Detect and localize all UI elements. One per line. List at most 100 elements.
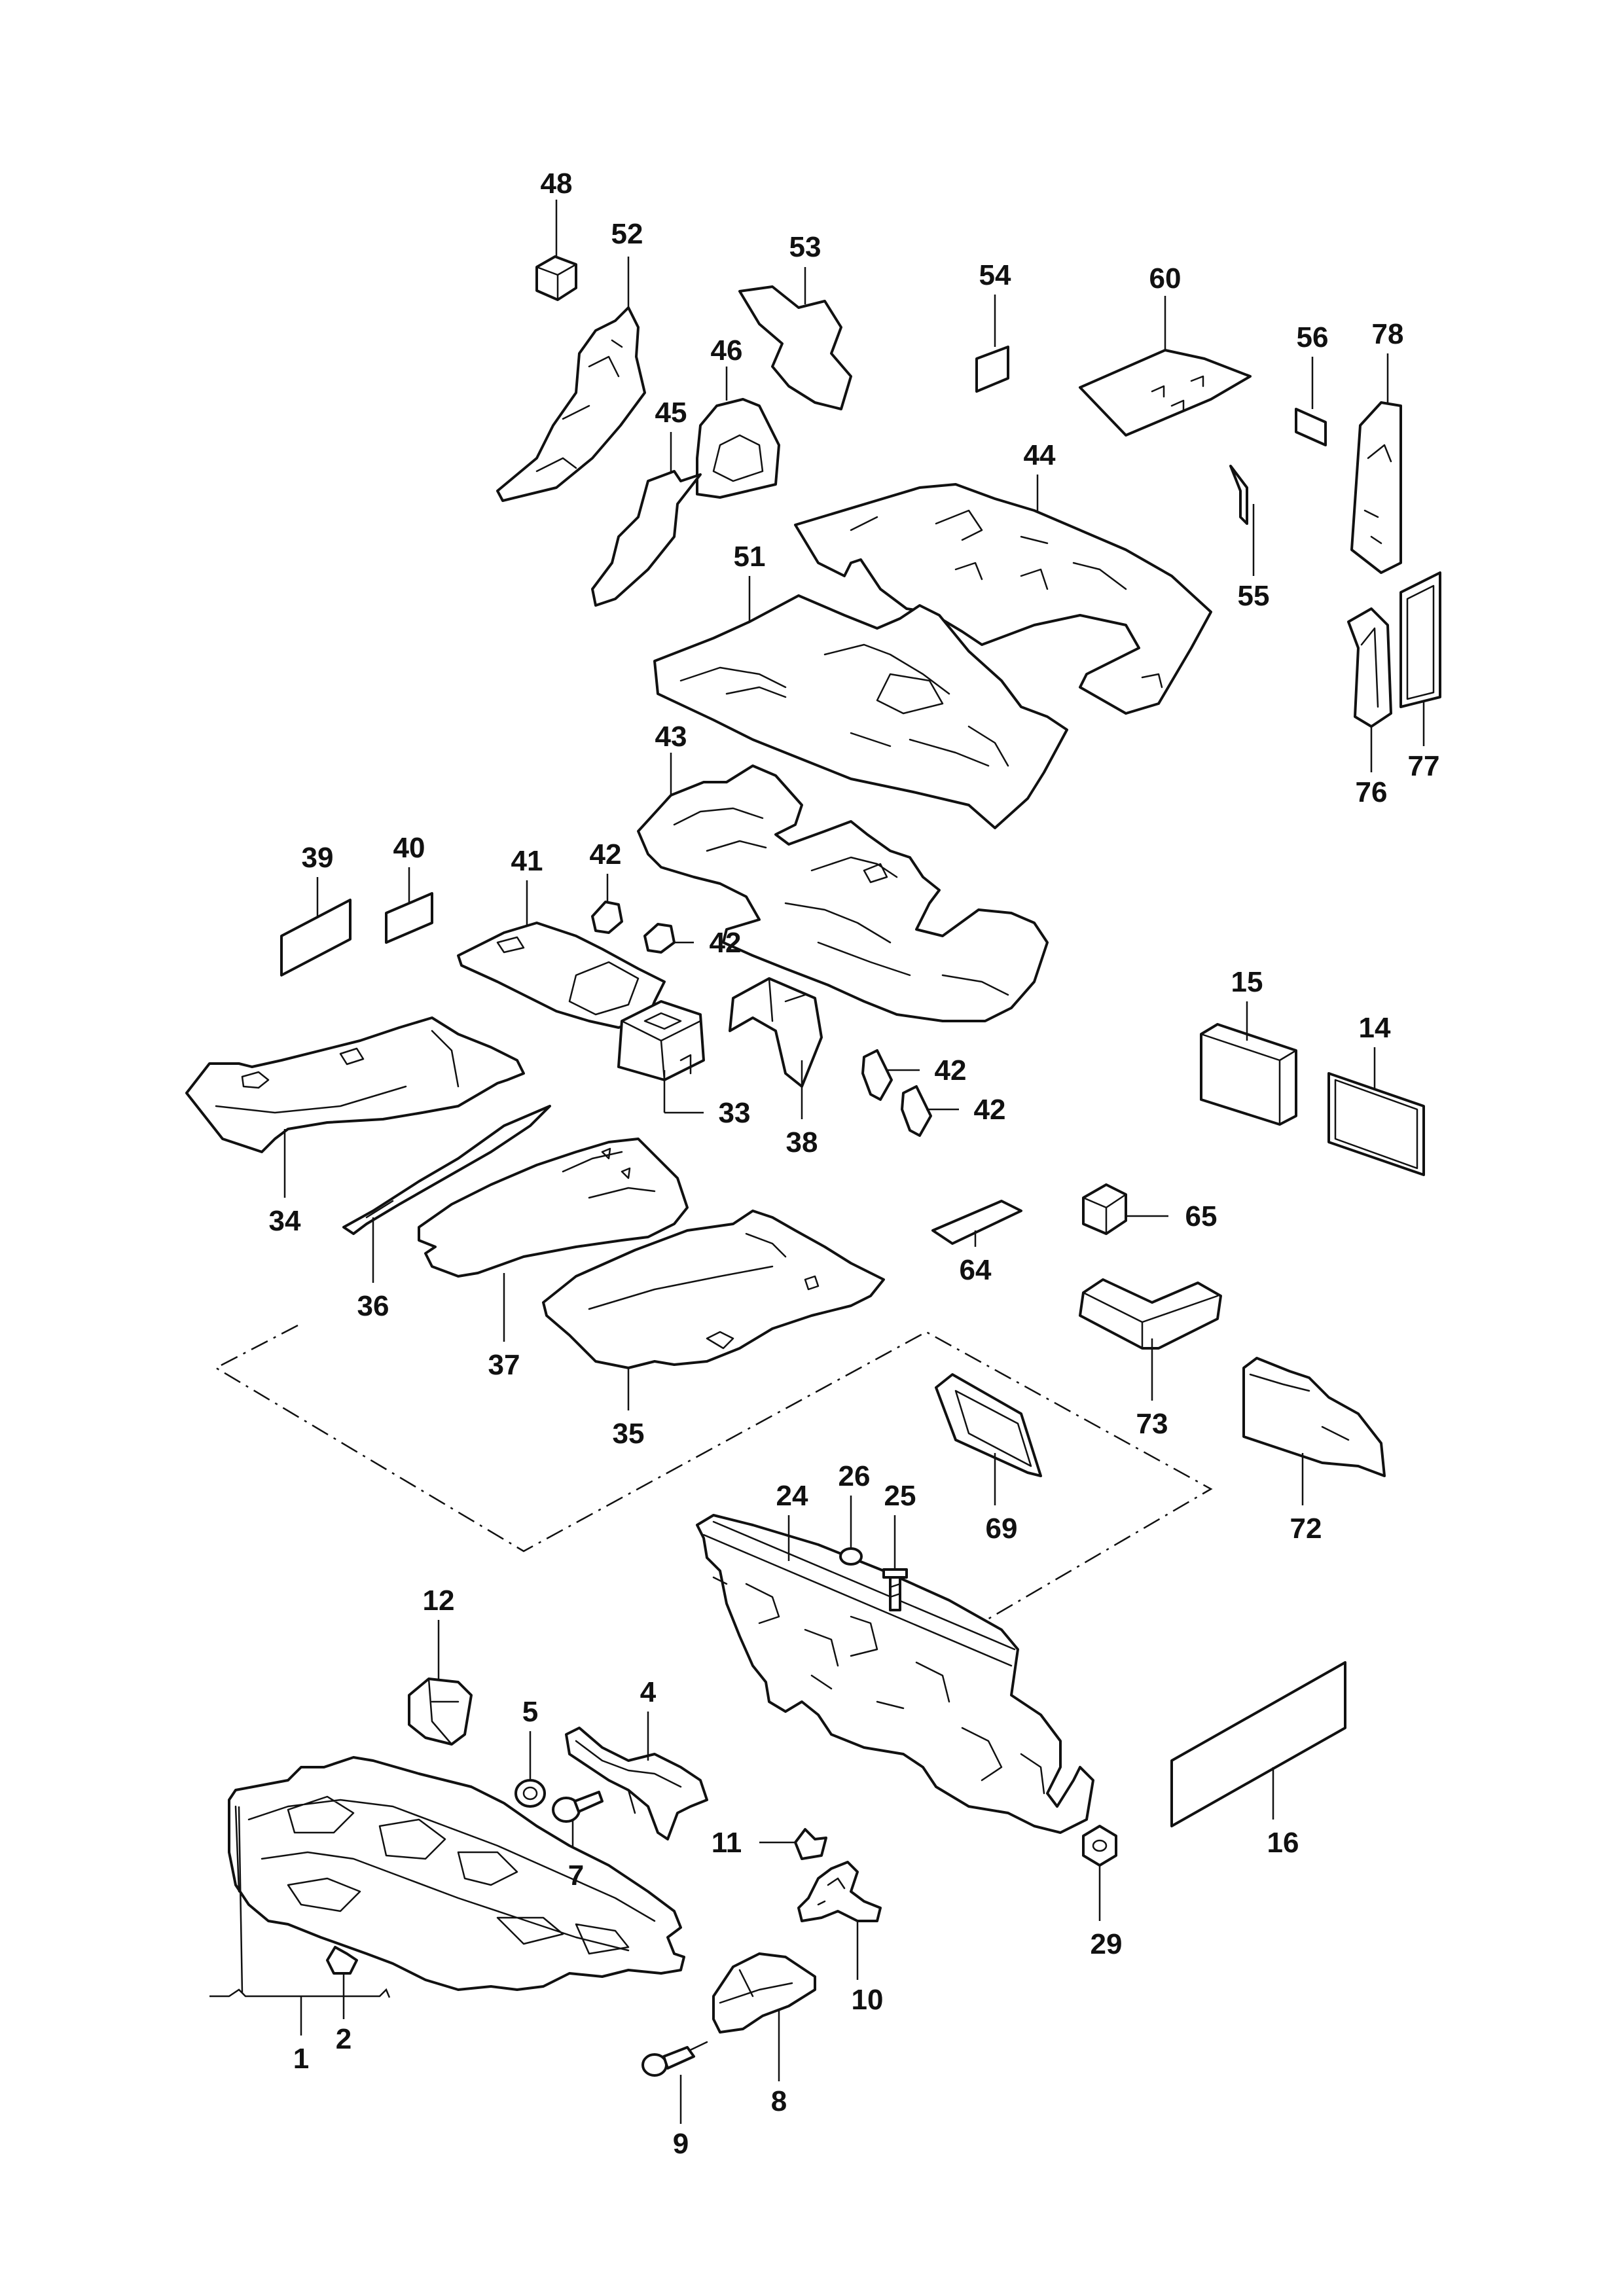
part-1-underbody-shield: [228, 1756, 685, 1991]
part-72-insulation: [1242, 1357, 1386, 1477]
callout-29: 29: [1091, 1928, 1123, 1960]
callout-77: 77: [1408, 750, 1440, 782]
callout-26: 26: [839, 1460, 871, 1492]
callout-56: 56: [1297, 321, 1329, 353]
part-55-strip: [1229, 465, 1248, 525]
callout-36: 36: [357, 1290, 389, 1322]
part-45-insulation: [591, 470, 702, 607]
part-8-bracket: [712, 1952, 816, 2034]
part-42-pad-d: [901, 1085, 932, 1137]
callout-2: 2: [336, 2023, 352, 2055]
part-38-bracket: [729, 977, 823, 1088]
part-9-bolt: [641, 2041, 708, 2077]
part-35-insulation: [542, 1210, 885, 1369]
assembly-boundary: [214, 1324, 1213, 1628]
callout-40: 40: [393, 832, 425, 864]
callout-16: 16: [1267, 1827, 1299, 1859]
part-69-pad: [935, 1373, 1042, 1477]
callout-42-d: 42: [974, 1094, 1006, 1126]
callout-24: 24: [776, 1480, 808, 1512]
callout-54: 54: [979, 259, 1011, 291]
callout-15: 15: [1231, 966, 1263, 998]
part-5-nut: [514, 1779, 546, 1808]
part-54-pad: [975, 346, 1009, 393]
callout-11: 11: [712, 1827, 742, 1859]
part-48-block: [535, 255, 577, 301]
callout-78: 78: [1372, 318, 1404, 350]
part-56-pad: [1295, 408, 1327, 446]
part-42-pad-c: [861, 1049, 893, 1101]
part-60-insulation: [1079, 349, 1252, 437]
callout-41: 41: [511, 845, 543, 877]
part-39-pad: [280, 899, 352, 977]
part-65-block: [1082, 1183, 1127, 1235]
callout-38: 38: [786, 1126, 818, 1158]
callout-76: 76: [1356, 776, 1388, 808]
part-51-floor-insulation: [653, 594, 1068, 829]
callout-60: 60: [1149, 262, 1182, 295]
part-11-clip: [794, 1828, 827, 1860]
callout-14: 14: [1359, 1012, 1391, 1044]
callout-39: 39: [302, 842, 334, 874]
callout-labels: 48 52 53 54 60 56 78 46 45 44 55 51 76 7…: [269, 168, 1440, 2160]
callout-37: 37: [488, 1349, 520, 1381]
part-77-strip: [1399, 571, 1441, 708]
callout-33: 33: [719, 1097, 751, 1129]
part-78-panel: [1350, 401, 1402, 574]
part-41-insulation: [457, 922, 666, 1029]
callout-42-a: 42: [590, 838, 622, 870]
callout-5: 5: [522, 1696, 538, 1728]
callout-25: 25: [884, 1480, 916, 1512]
callout-46: 46: [711, 334, 743, 367]
part-42-pad-b: [643, 923, 676, 954]
part-15-pad: [1200, 1023, 1297, 1126]
part-42-pad-a: [591, 901, 623, 934]
part-34-insulation: [185, 1016, 525, 1153]
callout-48: 48: [541, 168, 573, 200]
part-26-grommet: [839, 1547, 863, 1566]
callout-51: 51: [734, 541, 766, 573]
part-37-insulation: [418, 1138, 689, 1278]
part-16-pad: [1170, 1661, 1346, 1827]
part-36-strip: [342, 1105, 551, 1235]
callout-10: 10: [852, 1984, 884, 2016]
callout-64: 64: [960, 1254, 992, 1286]
callout-34: 34: [269, 1205, 301, 1237]
part-25-screw: [882, 1568, 908, 1611]
part-44-floor-insulation: [794, 483, 1212, 715]
part-7-bolt: [552, 1791, 604, 1823]
part-12-block: [408, 1677, 473, 1746]
callout-52: 52: [611, 218, 643, 250]
callout-72: 72: [1290, 1513, 1322, 1545]
callout-65: 65: [1185, 1200, 1218, 1232]
part-2-clip: [326, 1946, 358, 1975]
part-1-group-bracket: [209, 1988, 391, 1998]
callout-69: 69: [986, 1513, 1018, 1545]
part-24-bulkhead: [696, 1514, 1094, 1834]
callout-8: 8: [771, 2085, 787, 2117]
callout-4: 4: [640, 1676, 657, 1708]
callout-45: 45: [655, 397, 687, 429]
part-4-bracket: [565, 1727, 708, 1840]
callout-9: 9: [673, 2128, 689, 2160]
part-73-insulation: [1079, 1278, 1222, 1350]
part-33-block: [617, 1000, 705, 1081]
callout-43: 43: [655, 721, 687, 753]
part-14-pad: [1327, 1072, 1425, 1176]
callout-55: 55: [1238, 580, 1270, 612]
part-29-grommet: [1082, 1825, 1117, 1867]
part-43-insulation: [637, 764, 1049, 1022]
part-52-insulation: [496, 306, 646, 502]
callout-42-b: 42: [710, 927, 742, 959]
part-40-pad: [385, 892, 433, 944]
callout-42-c: 42: [935, 1054, 967, 1086]
callout-7: 7: [568, 1859, 584, 1892]
part-64-pad: [931, 1200, 1022, 1245]
callout-44: 44: [1024, 439, 1056, 471]
callout-53: 53: [789, 231, 821, 263]
callout-1: 1: [293, 2043, 309, 2075]
callout-35: 35: [613, 1418, 645, 1450]
part-76-insulation: [1347, 607, 1392, 728]
part-10-bracket: [797, 1861, 882, 1922]
